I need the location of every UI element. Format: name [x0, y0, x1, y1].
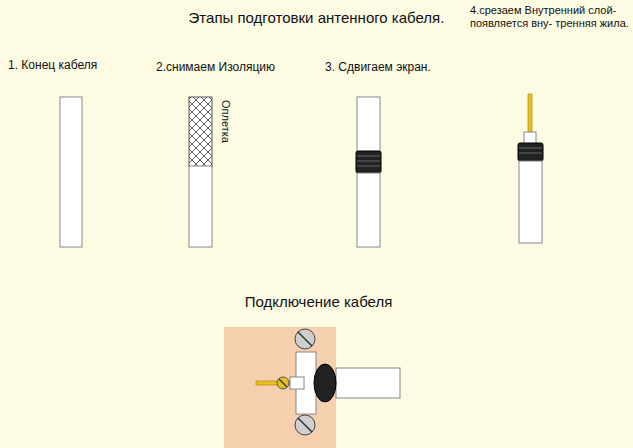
stage-label: 1. Конец кабеля [8, 58, 128, 72]
cable-insulation [189, 166, 212, 247]
stage-label: 3. Сдвигаем экран. [325, 60, 455, 74]
cable-insulation [519, 161, 542, 243]
screw [295, 415, 315, 435]
dielectric [524, 132, 536, 144]
folded-screen [518, 143, 543, 161]
part-label: Оплетка [219, 100, 232, 143]
screw [295, 329, 315, 349]
folded-screen [314, 364, 336, 402]
dielectric [290, 377, 304, 389]
inner-core [528, 94, 532, 134]
cable-insulation [336, 368, 400, 398]
screw [277, 377, 289, 389]
terminal-board [224, 327, 336, 448]
cable-insulation [357, 173, 380, 247]
stage-label: 2.снимаем Изоляцию [156, 60, 306, 74]
folded-screen [356, 151, 381, 173]
stage-label: 4.срезаем Внутренний слой-появляется вну… [470, 4, 630, 30]
section-heading: Подключение кабеля [2, 293, 633, 311]
dielectric [357, 97, 380, 153]
cable-end [60, 97, 82, 247]
braid [189, 97, 212, 167]
